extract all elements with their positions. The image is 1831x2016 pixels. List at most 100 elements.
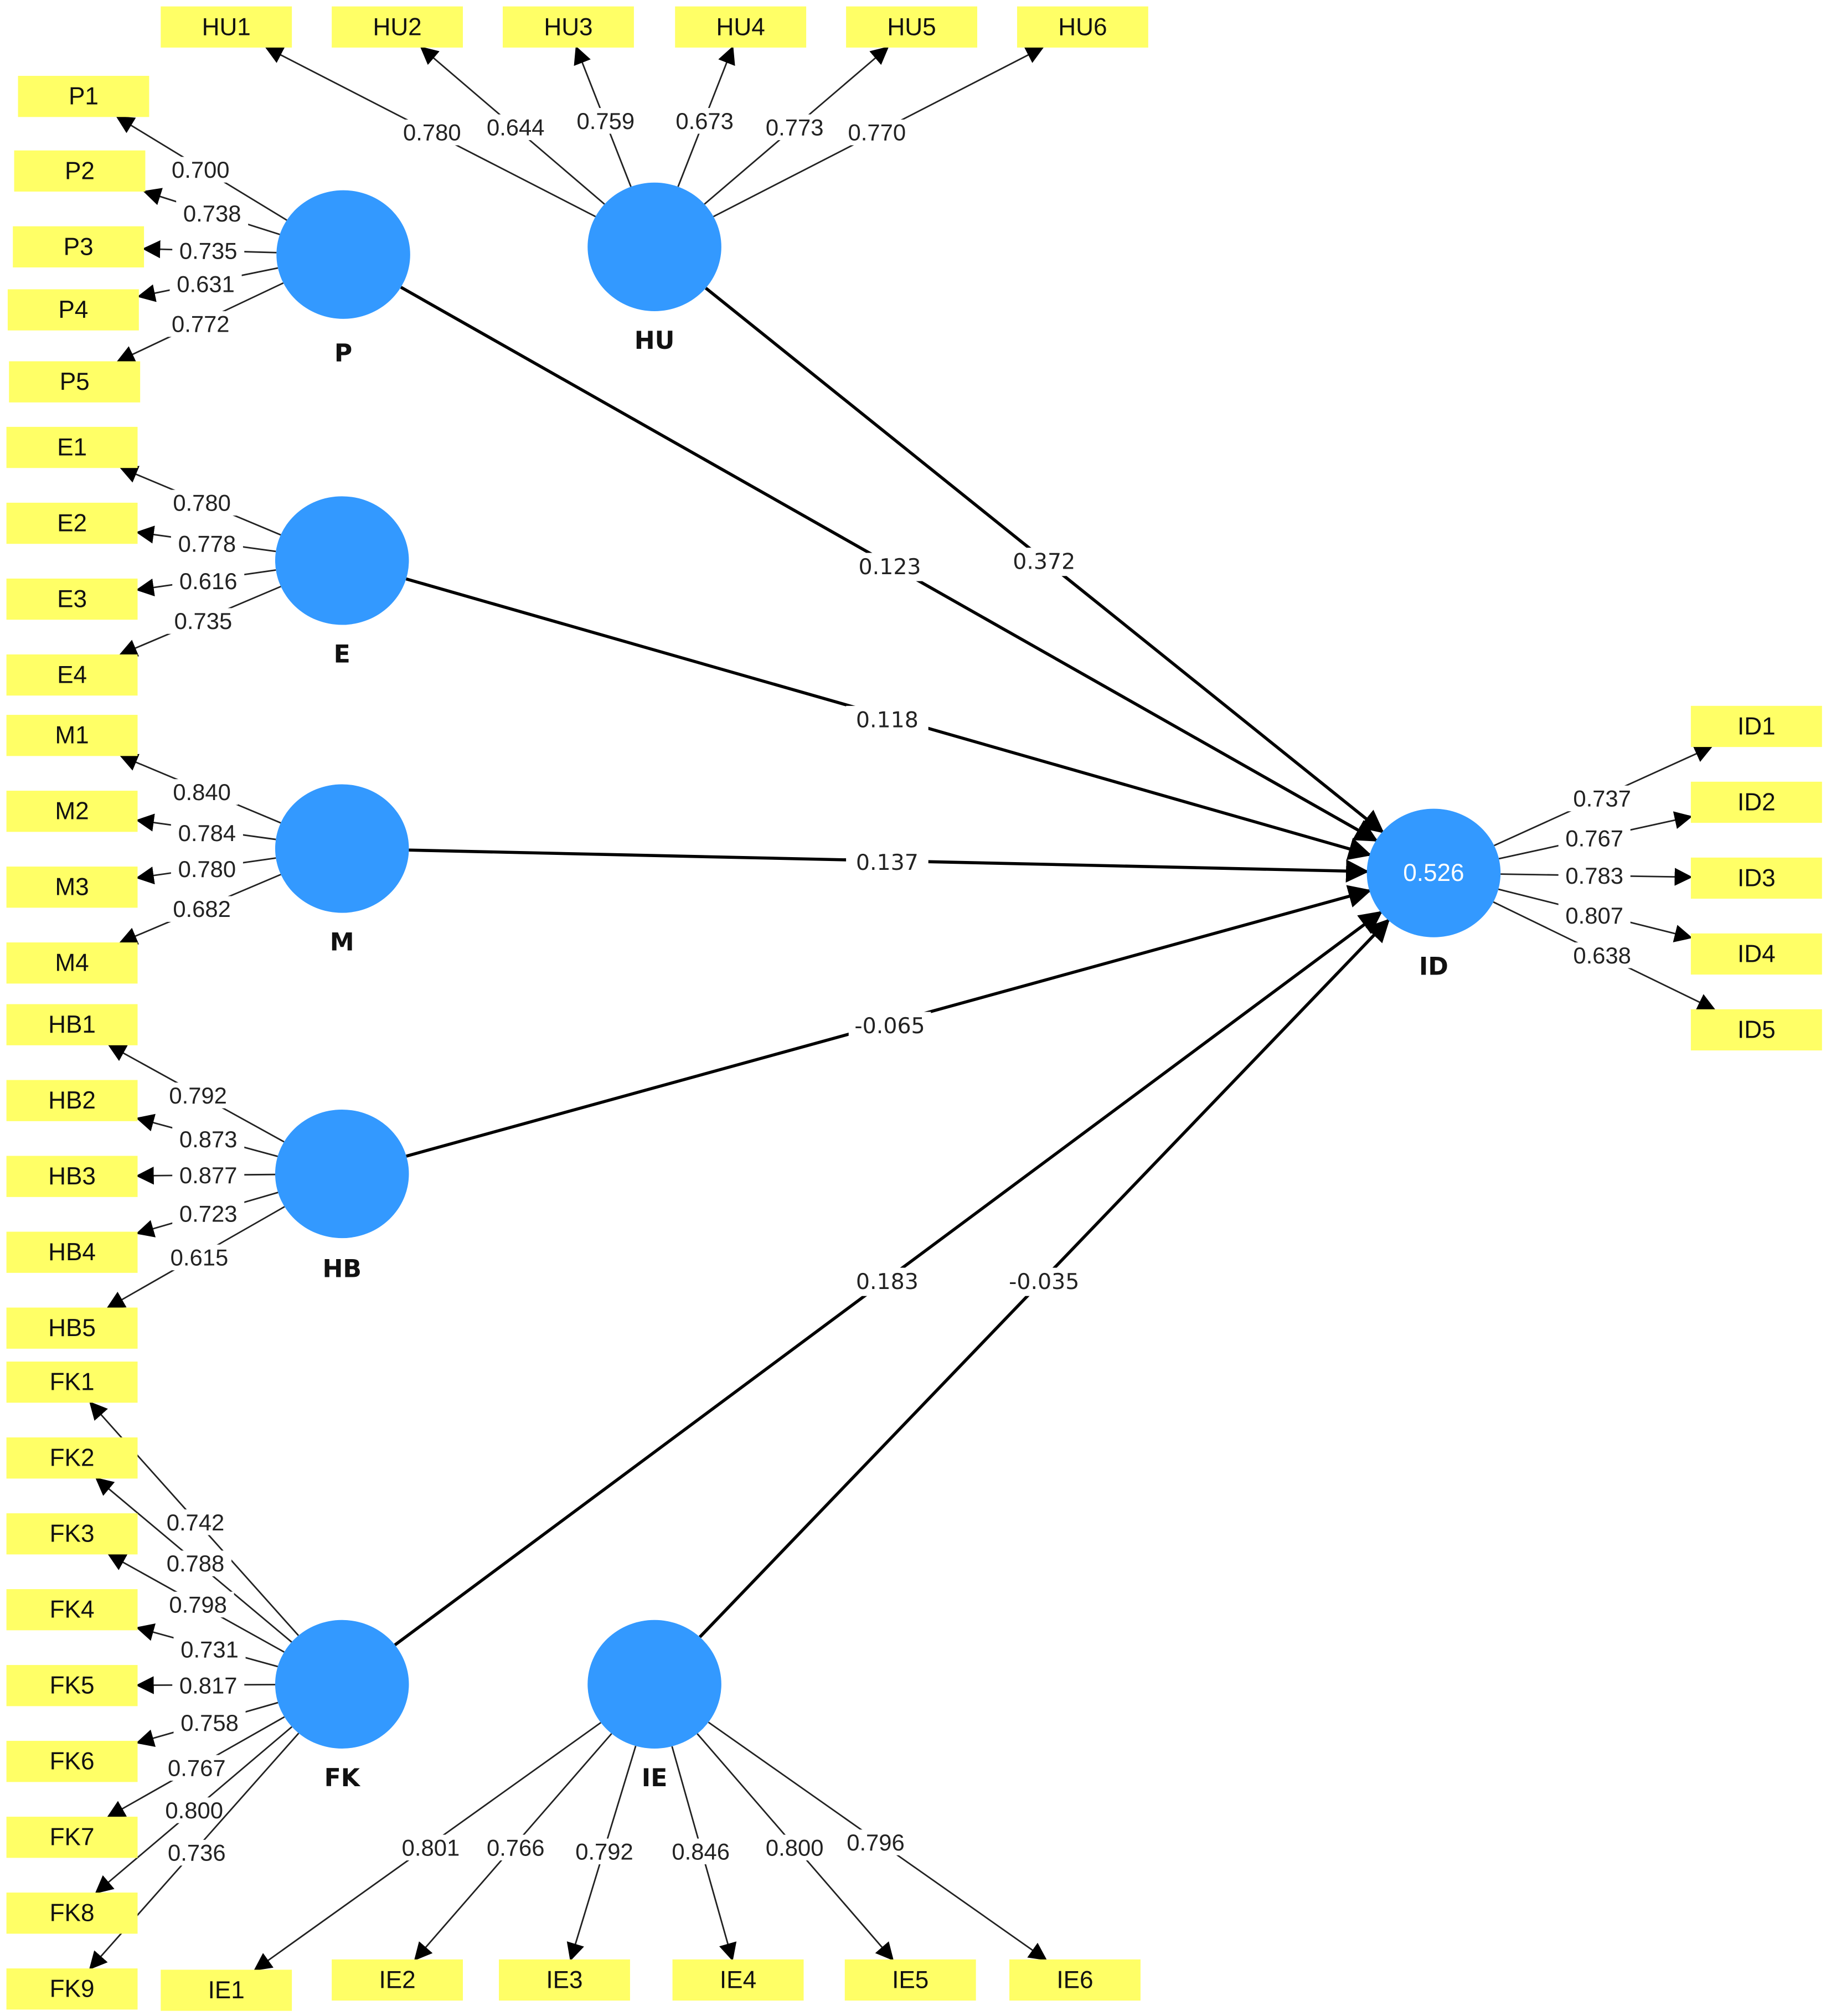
indicator-m2[interactable]: M2 — [6, 791, 138, 832]
indicator-hu2[interactable]: HU2 — [332, 6, 463, 48]
construct-circle[interactable] — [587, 1620, 721, 1749]
indicator-box[interactable] — [6, 715, 138, 756]
indicator-e2[interactable]: E2 — [6, 502, 138, 544]
indicator-box[interactable] — [6, 1741, 138, 1782]
construct-circle[interactable] — [276, 190, 410, 319]
indicator-box[interactable] — [161, 6, 292, 48]
indicator-ie1[interactable]: IE1 — [161, 1969, 292, 2011]
construct-circle[interactable] — [1366, 808, 1501, 937]
indicator-id5[interactable]: ID5 — [1690, 1009, 1822, 1051]
indicator-box[interactable] — [846, 6, 977, 48]
construct-circle[interactable] — [275, 784, 409, 913]
indicator-id1[interactable]: ID1 — [1690, 705, 1822, 747]
indicator-box[interactable] — [6, 654, 138, 696]
construct-ie[interactable]: IE — [587, 1620, 721, 1792]
indicator-box[interactable] — [6, 426, 138, 468]
indicator-box[interactable] — [675, 6, 807, 48]
indicator-box[interactable] — [6, 942, 138, 984]
indicator-m3[interactable]: M3 — [6, 867, 138, 908]
indicator-fk2[interactable]: FK2 — [6, 1437, 138, 1479]
indicator-box[interactable] — [6, 502, 138, 544]
indicator-ie3[interactable]: IE3 — [499, 1959, 630, 2001]
indicator-fk1[interactable]: FK1 — [6, 1362, 138, 1403]
indicator-fk5[interactable]: FK5 — [6, 1665, 138, 1706]
indicator-fk3[interactable]: FK3 — [6, 1513, 138, 1555]
indicator-e4[interactable]: E4 — [6, 654, 138, 696]
indicator-hb3[interactable]: HB3 — [6, 1156, 138, 1197]
indicator-box[interactable] — [9, 361, 141, 403]
indicator-box[interactable] — [6, 791, 138, 832]
indicator-p4[interactable]: P4 — [7, 289, 139, 331]
indicator-p2[interactable]: P2 — [14, 150, 146, 192]
indicator-box[interactable] — [332, 1959, 463, 2001]
indicator-ie6[interactable]: IE6 — [1009, 1959, 1141, 2001]
indicator-box[interactable] — [332, 6, 463, 48]
indicator-id4[interactable]: ID4 — [1690, 933, 1822, 975]
indicator-box[interactable] — [6, 1589, 138, 1631]
indicator-hu6[interactable]: HU6 — [1017, 6, 1148, 48]
indicator-fk8[interactable]: FK8 — [6, 1893, 138, 1934]
indicator-p1[interactable]: P1 — [18, 76, 149, 117]
indicator-id2[interactable]: ID2 — [1690, 781, 1822, 823]
construct-m[interactable]: M — [275, 784, 409, 957]
construct-hb[interactable]: HB — [275, 1109, 409, 1283]
indicator-ie4[interactable]: IE4 — [672, 1959, 804, 2001]
construct-circle[interactable] — [275, 1109, 409, 1239]
indicator-box[interactable] — [1017, 6, 1148, 48]
indicator-e1[interactable]: E1 — [6, 426, 138, 468]
indicator-hu5[interactable]: HU5 — [846, 6, 977, 48]
indicator-id3[interactable]: ID3 — [1690, 857, 1822, 899]
indicator-hb2[interactable]: HB2 — [6, 1080, 138, 1121]
construct-circle[interactable] — [275, 1620, 409, 1749]
indicator-m1[interactable]: M1 — [6, 715, 138, 756]
indicator-box[interactable] — [6, 1437, 138, 1479]
indicator-hu3[interactable]: HU3 — [503, 6, 634, 48]
indicator-box[interactable] — [6, 1156, 138, 1197]
indicator-box[interactable] — [6, 1513, 138, 1555]
indicator-fk6[interactable]: FK6 — [6, 1741, 138, 1782]
construct-circle[interactable] — [587, 182, 721, 311]
indicator-p5[interactable]: P5 — [9, 361, 141, 403]
indicator-box[interactable] — [6, 1817, 138, 1858]
indicator-ie5[interactable]: IE5 — [844, 1959, 976, 2001]
construct-hu[interactable]: HU — [587, 182, 721, 355]
indicator-box[interactable] — [7, 289, 139, 331]
construct-fk[interactable]: FK — [275, 1620, 409, 1792]
indicator-box[interactable] — [1690, 1009, 1822, 1051]
indicator-hu1[interactable]: HU1 — [161, 6, 292, 48]
indicator-box[interactable] — [1690, 857, 1822, 899]
indicator-box[interactable] — [6, 1968, 138, 2010]
indicator-box[interactable] — [1690, 933, 1822, 975]
indicator-m4[interactable]: M4 — [6, 942, 138, 984]
indicator-box[interactable] — [1009, 1959, 1141, 2001]
indicator-box[interactable] — [6, 1893, 138, 1934]
indicator-ie2[interactable]: IE2 — [332, 1959, 463, 2001]
indicator-box[interactable] — [844, 1959, 976, 2001]
indicator-box[interactable] — [6, 1231, 138, 1273]
indicator-fk9[interactable]: FK9 — [6, 1968, 138, 2010]
indicator-box[interactable] — [161, 1969, 292, 2011]
indicator-box[interactable] — [6, 1362, 138, 1403]
indicator-box[interactable] — [672, 1959, 804, 2001]
indicator-p3[interactable]: P3 — [13, 226, 145, 267]
indicator-box[interactable] — [6, 1307, 138, 1349]
indicator-hu4[interactable]: HU4 — [675, 6, 807, 48]
indicator-hb5[interactable]: HB5 — [6, 1307, 138, 1349]
indicator-fk7[interactable]: FK7 — [6, 1817, 138, 1858]
construct-p[interactable]: P — [276, 190, 410, 368]
indicator-box[interactable] — [1690, 705, 1822, 747]
indicator-box[interactable] — [6, 1080, 138, 1121]
indicator-box[interactable] — [14, 150, 146, 192]
indicator-box[interactable] — [503, 6, 634, 48]
indicator-box[interactable] — [6, 1665, 138, 1706]
indicator-box[interactable] — [6, 578, 138, 620]
indicator-box[interactable] — [13, 226, 145, 267]
indicator-hb4[interactable]: HB4 — [6, 1231, 138, 1273]
indicator-hb1[interactable]: HB1 — [6, 1004, 138, 1045]
indicator-box[interactable] — [18, 76, 149, 117]
indicator-box[interactable] — [6, 1004, 138, 1045]
construct-e[interactable]: E — [275, 496, 409, 668]
indicator-e3[interactable]: E3 — [6, 578, 138, 620]
construct-circle[interactable] — [275, 496, 409, 625]
indicator-box[interactable] — [6, 867, 138, 908]
